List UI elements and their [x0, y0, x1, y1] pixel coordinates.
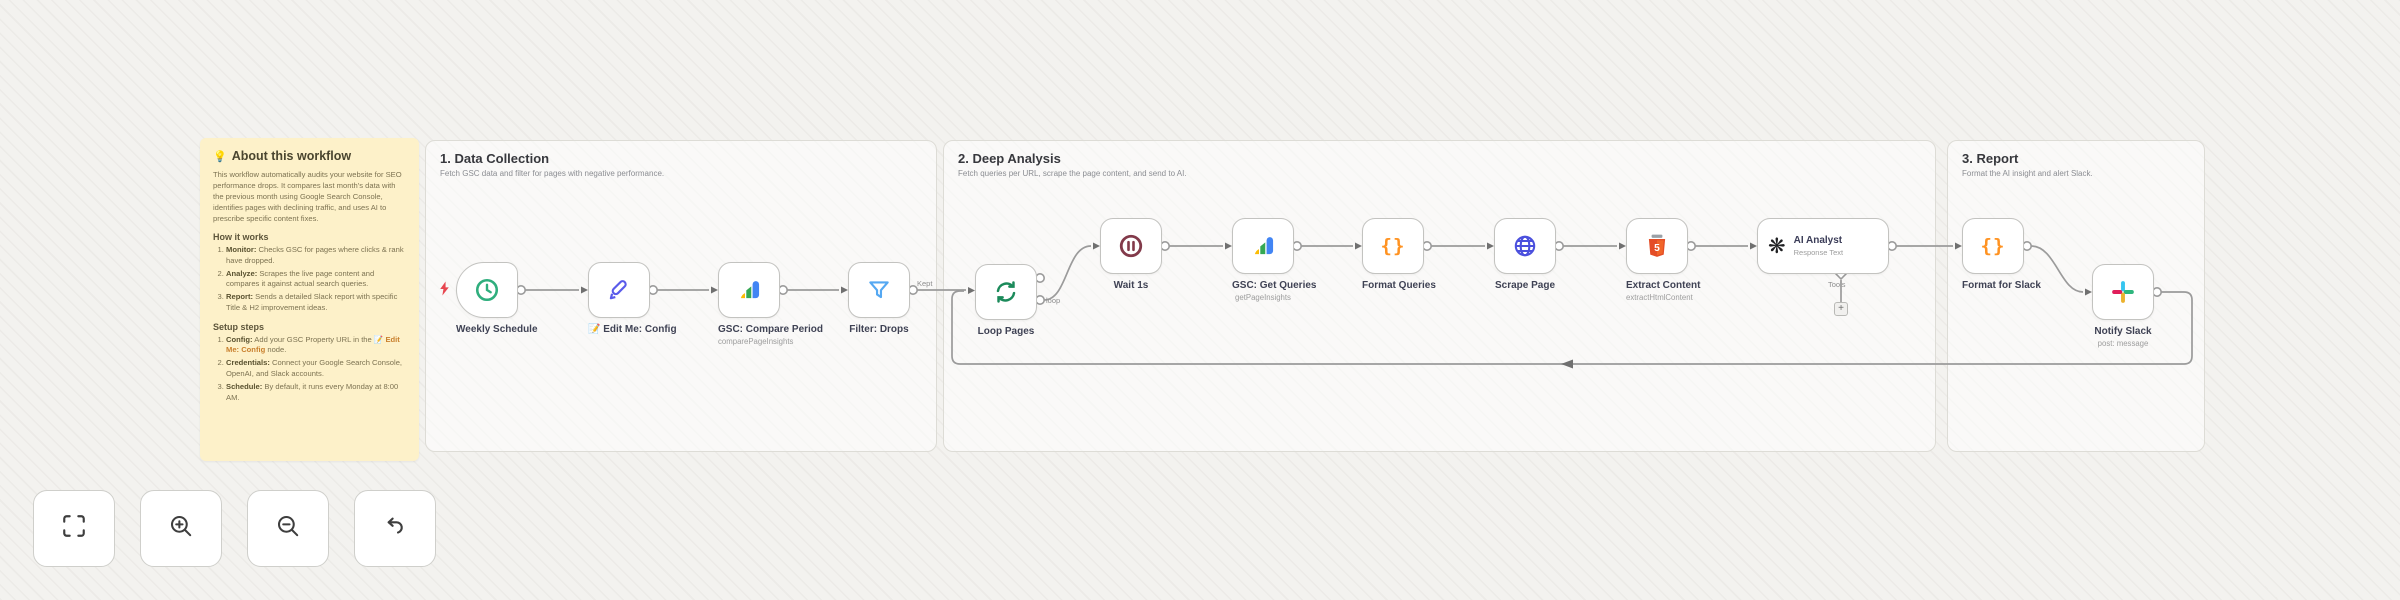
section-report[interactable]: 3. Report Format the AI insight and aler…: [1947, 140, 2205, 452]
node-label: 📝 Edit Me: Config: [588, 324, 677, 335]
google-search-console-icon: [736, 277, 762, 303]
node-label: Scrape Page: [1494, 280, 1556, 291]
node-label: GSC: Get Queries: [1232, 280, 1317, 291]
lightbulb-icon: 💡: [213, 150, 227, 163]
list-item: Schedule: By default, it runs every Mond…: [226, 382, 406, 404]
globe-icon: [1512, 233, 1538, 259]
section-deep-analysis[interactable]: 2. Deep Analysis Fetch queries per URL, …: [943, 140, 1936, 452]
zoom-out-icon: [275, 513, 301, 544]
node-loop-pages[interactable]: [975, 264, 1037, 320]
list-item: Credentials: Connect your Google Search …: [226, 358, 406, 380]
sticky-setup-heading: Setup steps: [213, 321, 265, 332]
zoom-in-icon: [168, 513, 194, 544]
section-subtitle: Format the AI insight and alert Slack.: [1962, 169, 2093, 178]
branch-label-kept: Kept: [917, 279, 933, 288]
node-wait[interactable]: [1100, 218, 1162, 274]
code-braces-icon: {}: [1980, 235, 2006, 257]
sticky-title: About this workflow: [231, 149, 352, 163]
connection-wire[interactable]: [1043, 245, 1092, 301]
connection-wire[interactable]: [2030, 245, 2084, 293]
node-filter-drops[interactable]: [848, 262, 910, 318]
node-weekly-schedule[interactable]: [456, 262, 518, 318]
list-item: Analyze: Scrapes the live page content a…: [226, 269, 406, 291]
node-sublabel: getPageInsights: [1235, 293, 1291, 302]
zoom-to-fit-button[interactable]: [33, 490, 115, 567]
section-subtitle: Fetch queries per URL, scrape the page c…: [958, 169, 1187, 178]
pencil-icon: [606, 277, 632, 303]
loop-icon: [993, 279, 1019, 305]
node-edit-config[interactable]: [588, 262, 650, 318]
node-sublabel: Response Text: [1793, 248, 1844, 257]
node-label: Extract Content: [1626, 280, 1701, 291]
node-label: Filter: Drops: [849, 324, 909, 335]
port-label-tools: Tools: [1828, 280, 1846, 289]
node-notify-slack[interactable]: [2092, 264, 2154, 320]
google-search-console-icon: [1250, 233, 1276, 259]
node-ai-analyst[interactable]: ❋ AI Analyst Response Text: [1757, 218, 1889, 274]
clock-icon: [474, 277, 500, 303]
svg-text:5: 5: [1654, 243, 1660, 254]
sticky-how-heading: How it works: [213, 232, 269, 242]
node-label: Format for Slack: [1962, 280, 2041, 291]
node-scrape-page[interactable]: [1494, 218, 1556, 274]
sticky-description: This workflow automatically audits your …: [213, 170, 402, 223]
node-sublabel: extractHtmlContent: [1626, 293, 1693, 302]
add-tool-button[interactable]: +: [1834, 302, 1848, 316]
list-item: Report: Sends a detailed Slack report wi…: [226, 292, 406, 314]
node-extract-content[interactable]: 5: [1626, 218, 1688, 274]
undo-icon: [382, 513, 408, 544]
node-label: Format Queries: [1362, 280, 1436, 291]
how-it-works-list: Monitor: Checks GSC for pages where clic…: [213, 245, 406, 314]
list-item: Config: Add your GSC Property URL in the…: [226, 335, 406, 357]
node-label: Notify Slack: [2094, 326, 2152, 337]
node-label: Loop Pages: [977, 326, 1035, 337]
zoom-out-button[interactable]: [247, 490, 329, 567]
list-item: Monitor: Checks GSC for pages where clic…: [226, 245, 406, 267]
node-format-queries[interactable]: {}: [1362, 218, 1424, 274]
node-sublabel: comparePageInsights: [718, 337, 794, 346]
code-braces-icon: {}: [1380, 235, 1406, 257]
node-label: Weekly Schedule: [456, 324, 538, 335]
funnel-icon: [866, 277, 892, 303]
setup-steps-list: Config: Add your GSC Property URL in the…: [213, 335, 406, 404]
section-title: 3. Report: [1962, 151, 2019, 166]
trigger-bolt-icon: [438, 281, 451, 301]
openai-icon: ❋: [1768, 234, 1786, 258]
reset-view-button[interactable]: [354, 490, 436, 567]
zoom-in-button[interactable]: [140, 490, 222, 567]
node-sublabel: post: message: [2097, 339, 2149, 348]
pause-icon: [1118, 233, 1144, 259]
section-title: 2. Deep Analysis: [958, 151, 1061, 166]
node-label: GSC: Compare Period: [718, 324, 824, 335]
section-subtitle: Fetch GSC data and filter for pages with…: [440, 169, 665, 178]
node-gsc-compare-period[interactable]: [718, 262, 780, 318]
section-title: 1. Data Collection: [440, 151, 550, 166]
fit-view-icon: [61, 513, 87, 544]
node-gsc-get-queries[interactable]: [1232, 218, 1294, 274]
node-label: Wait 1s: [1113, 280, 1149, 291]
sticky-note-about[interactable]: 💡 About this workflow This workflow auto…: [200, 138, 419, 461]
html5-icon: 5: [1644, 233, 1670, 259]
node-label: AI Analyst: [1793, 235, 1843, 246]
node-format-for-slack[interactable]: {}: [1962, 218, 2024, 274]
canvas-controls: [33, 490, 436, 567]
branch-label-loop: loop: [1046, 296, 1061, 305]
config-node-reference: 📝 Edit Me: Config: [226, 334, 400, 355]
slack-icon: [2110, 279, 2136, 305]
